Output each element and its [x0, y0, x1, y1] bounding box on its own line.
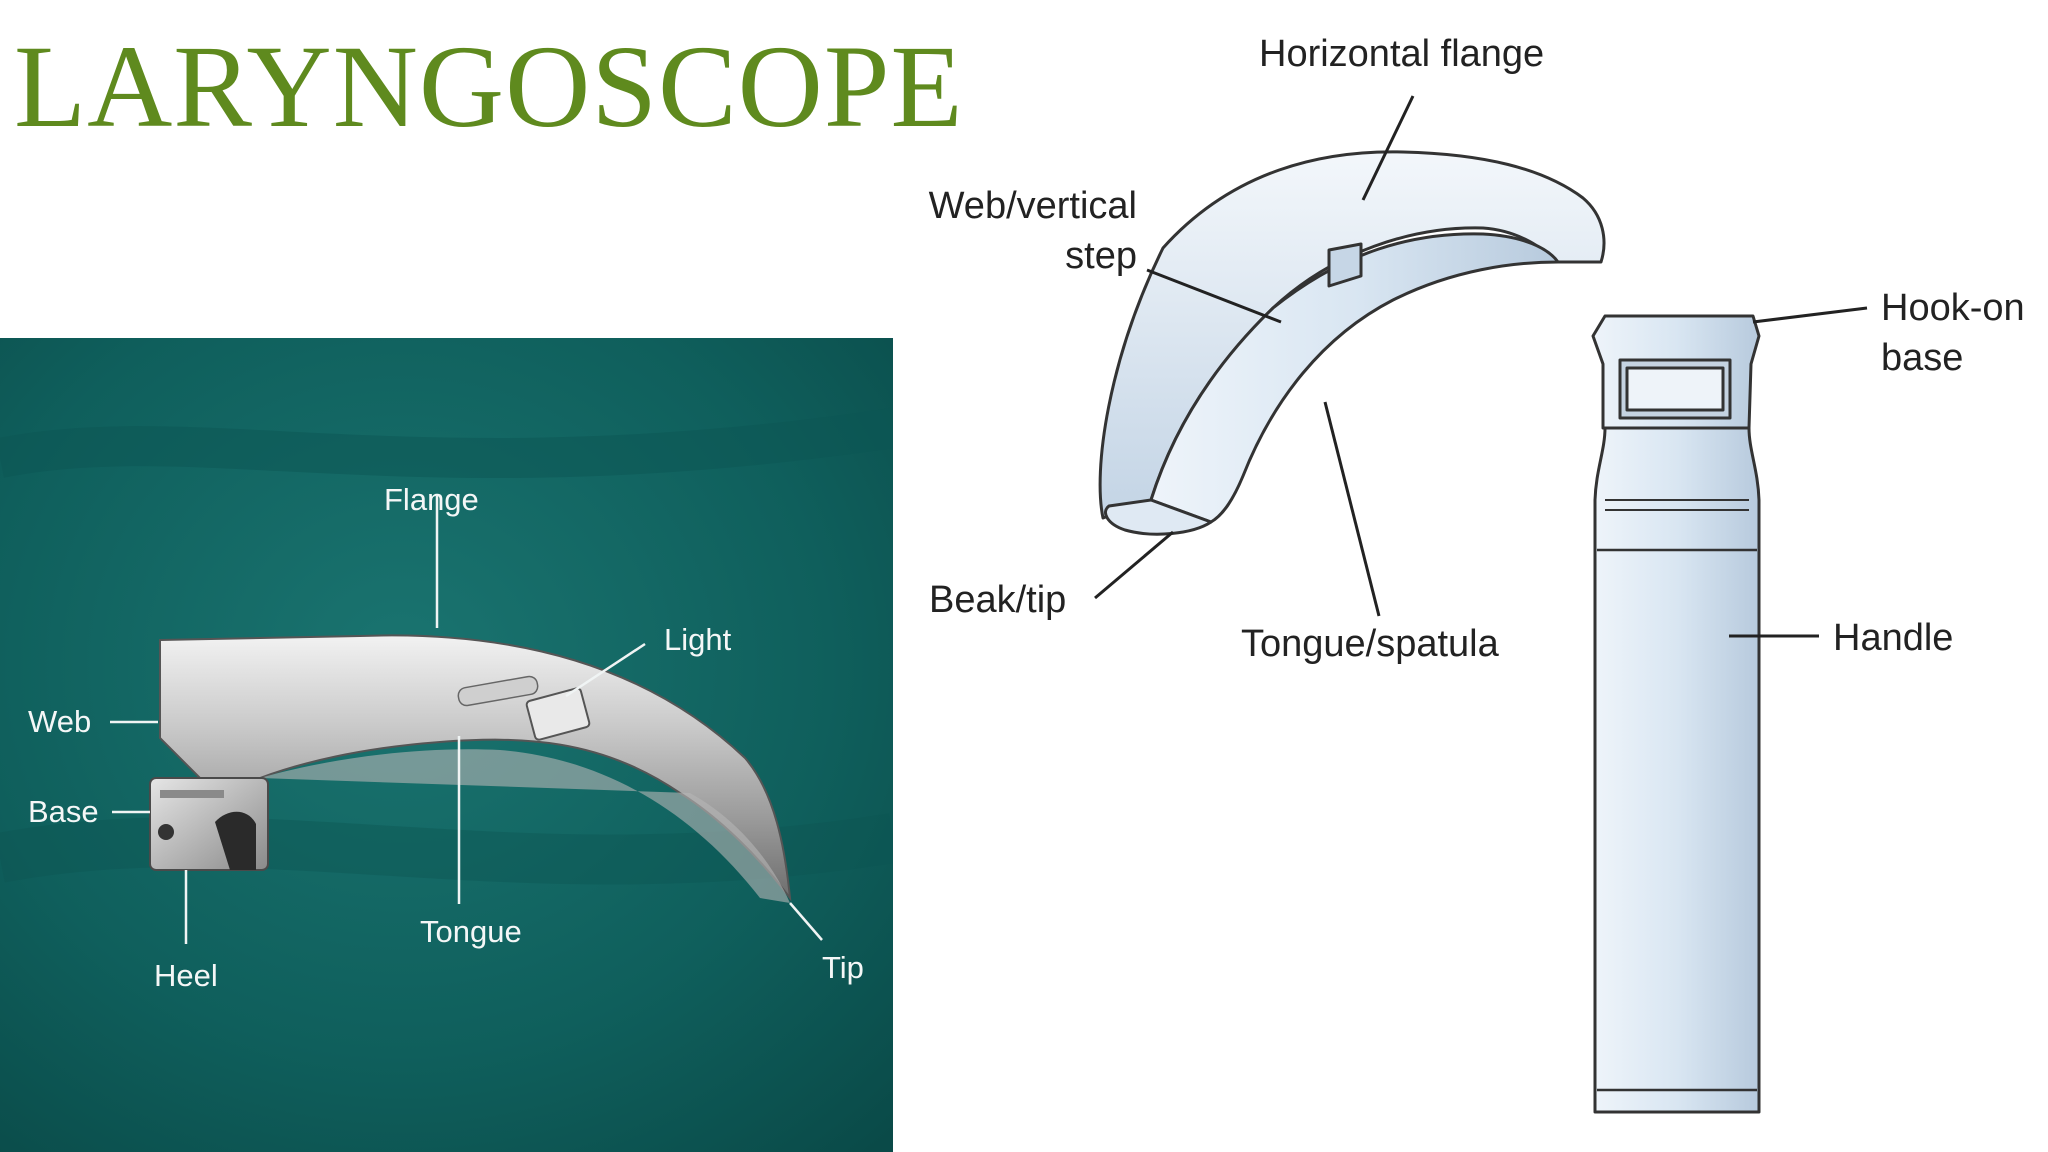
light-leader: [565, 642, 646, 698]
photo-blade: [149, 634, 792, 903]
handle-label: Handle: [1833, 617, 1953, 659]
flange-label: Flange: [384, 482, 479, 517]
photo-blade-light: [525, 687, 591, 741]
web-label: Web: [28, 704, 91, 739]
diagram-panel: Horizontal flange Web/vertical step Hook…: [893, 0, 2048, 1152]
hook-on-base-label-line2: base: [1881, 337, 1963, 379]
diagram-handle: [1591, 314, 1761, 1114]
laryngoscope-diagram: Horizontal flange Web/vertical step Hook…: [929, 33, 2025, 1114]
web-vertical-label-line2: step: [1065, 235, 1137, 277]
tongue-spatula-leader: [1323, 401, 1381, 617]
tongue-spatula-label: Tongue/spatula: [1241, 623, 1500, 665]
beak-tip-leader: [1094, 530, 1174, 600]
tip-leader: [789, 902, 823, 941]
diagram-blade: [1098, 150, 1606, 536]
web-vertical-label-line1: Web/vertical: [929, 185, 1137, 227]
slide-title: LARYNGOSCOPE: [14, 21, 964, 152]
photo-panel: Flange Light Web Base Heel Tongue Tip: [0, 338, 893, 1152]
light-label: Light: [664, 622, 732, 657]
web-vertical-leader: [1146, 268, 1282, 324]
horizontal-flange-label: Horizontal flange: [1259, 33, 1544, 75]
beak-tip-label: Beak/tip: [929, 579, 1066, 621]
tip-label: Tip: [822, 950, 864, 985]
hook-on-base-label-line1: Hook-on: [1881, 287, 2025, 329]
base-label: Base: [28, 794, 99, 829]
hook-on-base-leader: [1752, 306, 1868, 324]
heel-label: Heel: [154, 958, 218, 993]
horizontal-flange-leader: [1361, 95, 1415, 201]
tongue-label: Tongue: [420, 914, 522, 949]
photo-blade-illustration: Flange Light Web Base Heel Tongue Tip: [0, 338, 893, 1152]
